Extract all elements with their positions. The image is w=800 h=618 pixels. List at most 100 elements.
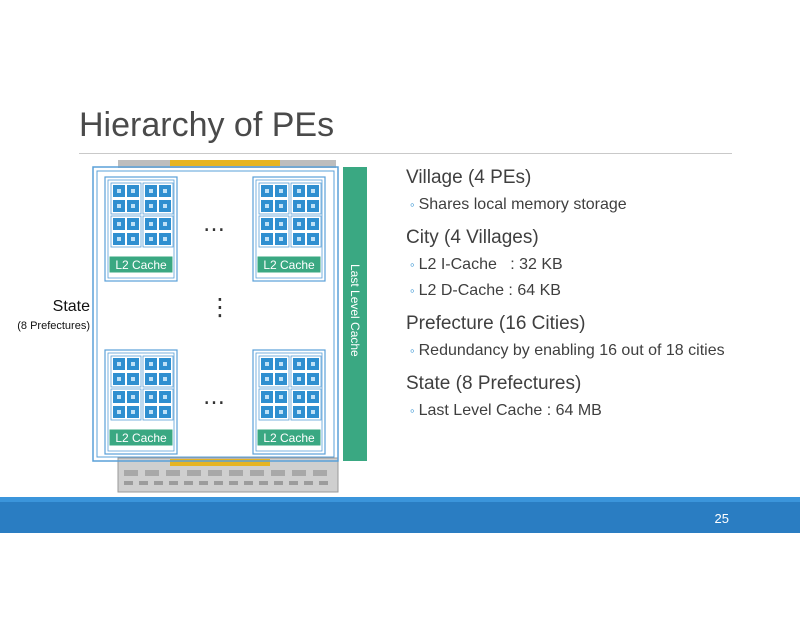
pe-icon bbox=[275, 200, 287, 212]
village bbox=[290, 388, 322, 421]
village bbox=[142, 182, 174, 215]
village bbox=[290, 215, 322, 248]
pe-icon bbox=[293, 218, 305, 230]
pe-icon bbox=[307, 185, 319, 197]
village bbox=[258, 182, 290, 215]
pe-icon bbox=[127, 391, 139, 403]
l2-cache-label: L2 Cache bbox=[115, 258, 167, 272]
l2-cache-block bbox=[108, 255, 174, 274]
pe-icon bbox=[261, 218, 273, 230]
chip-bottom-detail bbox=[124, 459, 328, 485]
bullet-dot-icon: ◦ bbox=[410, 197, 415, 212]
pe-icon bbox=[145, 200, 157, 212]
pe-icon bbox=[145, 391, 157, 403]
village bbox=[142, 355, 174, 388]
title-rule bbox=[79, 153, 732, 154]
state-boundary-inner bbox=[96, 170, 335, 458]
pe-icon bbox=[307, 233, 319, 245]
ellipsis-bottom: … bbox=[203, 385, 225, 410]
pe-icon bbox=[261, 406, 273, 418]
city-block: L2 Cache bbox=[252, 349, 326, 455]
pe-icon bbox=[127, 233, 139, 245]
ellipsis-middle: ⋮ bbox=[208, 293, 232, 321]
pe-icon bbox=[307, 218, 319, 230]
pe-icon bbox=[293, 185, 305, 197]
pe-icon bbox=[293, 373, 305, 385]
city-block: L2 Cache bbox=[104, 349, 178, 455]
bullet-item: ◦L2 I-Cache : 32 KB bbox=[410, 256, 563, 273]
chip-top-pads bbox=[170, 160, 280, 166]
pe-icon bbox=[113, 185, 125, 197]
village bbox=[258, 388, 290, 421]
pe-icon bbox=[145, 185, 157, 197]
pe-icon bbox=[145, 373, 157, 385]
bullet-dot-icon: ◦ bbox=[410, 343, 415, 358]
pe-icon bbox=[159, 358, 171, 370]
pe-icon bbox=[275, 185, 287, 197]
bullet-heading: Village (4 PEs) bbox=[406, 167, 532, 188]
pe-icon bbox=[127, 218, 139, 230]
pe-icon bbox=[159, 218, 171, 230]
ellipsis-top: … bbox=[203, 212, 225, 237]
pe-icon bbox=[145, 406, 157, 418]
bullet-heading: City (4 Villages) bbox=[406, 227, 539, 248]
pe-icon bbox=[127, 406, 139, 418]
bullet-section: City (4 Villages) ◦L2 I-Cache : 32 KB ◦L… bbox=[406, 226, 796, 302]
pe-icon bbox=[261, 185, 273, 197]
pe-icon bbox=[159, 373, 171, 385]
village bbox=[290, 355, 322, 388]
village bbox=[110, 215, 142, 248]
pe-icon bbox=[307, 391, 319, 403]
pe-icon bbox=[159, 200, 171, 212]
bullet-section: State (8 Prefectures) ◦Last Level Cache … bbox=[406, 372, 796, 422]
bullet-list: Village (4 PEs) ◦Shares local memory sto… bbox=[406, 166, 796, 422]
village bbox=[110, 355, 142, 388]
state-label: State bbox=[53, 298, 90, 315]
pe-icon bbox=[307, 358, 319, 370]
pe-icon bbox=[145, 358, 157, 370]
bullet-dot-icon: ◦ bbox=[410, 257, 415, 272]
village bbox=[258, 215, 290, 248]
bullet-item: ◦Shares local memory storage bbox=[410, 196, 627, 213]
pe-icon bbox=[261, 391, 273, 403]
pe-icon bbox=[113, 218, 125, 230]
pe-icon bbox=[293, 358, 305, 370]
pe-icon bbox=[159, 391, 171, 403]
pe-icon bbox=[293, 200, 305, 212]
pe-icon bbox=[127, 185, 139, 197]
slide-title: Hierarchy of PEs bbox=[79, 106, 335, 144]
footer-band bbox=[0, 497, 800, 533]
city-block: L2 Cache bbox=[104, 176, 178, 282]
pe-icon bbox=[261, 200, 273, 212]
last-level-cache-block bbox=[343, 167, 367, 461]
pe-icon bbox=[261, 373, 273, 385]
state-sublabel: (8 Prefectures) bbox=[17, 320, 90, 332]
footer-highlight bbox=[0, 497, 800, 502]
pe-icon bbox=[275, 218, 287, 230]
l2-cache-label: L2 Cache bbox=[263, 258, 315, 272]
last-level-cache-label: Last Level Cache bbox=[348, 264, 362, 357]
village bbox=[142, 388, 174, 421]
bullet-item: ◦L2 D-Cache : 64 KB bbox=[410, 282, 561, 299]
l2-cache-block bbox=[256, 428, 322, 447]
l2-cache-block bbox=[108, 428, 174, 447]
pe-icon bbox=[113, 358, 125, 370]
bullet-section: Village (4 PEs) ◦Shares local memory sto… bbox=[406, 166, 796, 216]
pe-icon bbox=[127, 358, 139, 370]
bullet-section: Prefecture (16 Cities) ◦Redundancy by en… bbox=[406, 312, 796, 362]
village bbox=[110, 182, 142, 215]
pe-icon bbox=[293, 406, 305, 418]
pe-icon bbox=[261, 233, 273, 245]
village bbox=[290, 182, 322, 215]
pe-icon bbox=[113, 373, 125, 385]
pe-icon bbox=[127, 373, 139, 385]
pe-icon bbox=[127, 200, 139, 212]
pe-icon bbox=[307, 406, 319, 418]
pe-icon bbox=[113, 233, 125, 245]
state-boundary bbox=[92, 166, 339, 462]
pe-icon bbox=[159, 185, 171, 197]
village bbox=[142, 215, 174, 248]
pe-icon bbox=[113, 200, 125, 212]
bullet-item: ◦Redundancy by enabling 16 out of 18 cit… bbox=[410, 342, 725, 359]
